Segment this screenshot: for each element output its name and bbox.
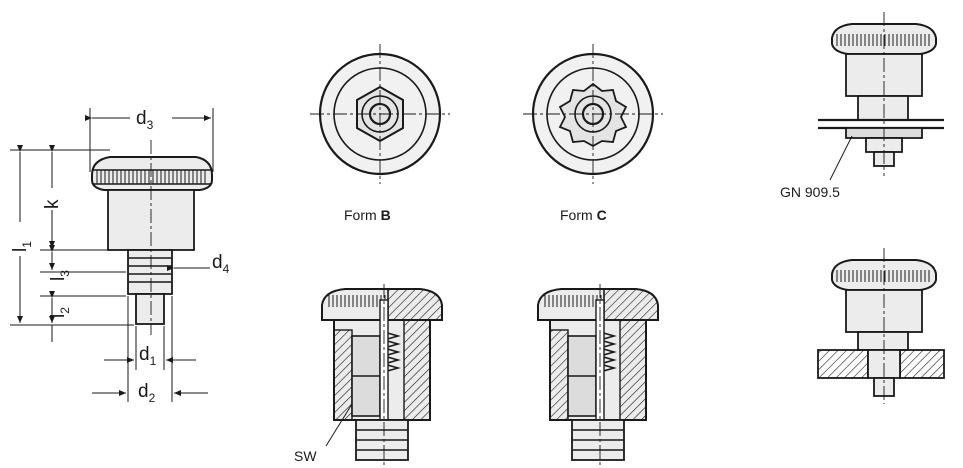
form-b-label: Form B — [344, 207, 391, 223]
gn-909-5-label: GN 909.5 — [780, 184, 840, 200]
label-l2: l2 — [48, 307, 72, 318]
label-k: k — [42, 199, 63, 209]
label-l3: l3 — [48, 270, 72, 281]
sw-label: SW — [294, 448, 317, 464]
form-c-section-view — [537, 284, 659, 466]
form-c-top-view: Form C — [523, 44, 663, 223]
label-d1: d1 — [139, 344, 157, 368]
threaded-pin — [127, 249, 173, 295]
label-d4: d4 — [212, 252, 230, 276]
mounted-in-plate — [817, 248, 945, 404]
label-d3: d3 — [136, 108, 154, 132]
form-b-section-view: SW — [294, 284, 443, 466]
label-l1: l1 — [10, 241, 34, 252]
form-c-label: Form C — [560, 207, 607, 223]
knob-knurl — [96, 170, 208, 184]
mounted-with-gn-909-5: GN 909.5 — [780, 12, 944, 200]
form-b-top-view: Form B — [310, 44, 450, 223]
label-d2: d2 — [138, 381, 156, 405]
plunger-tip — [135, 293, 165, 325]
dimensioned-side-view: d3 l1 k l3 l2 d4 d1 — [8, 104, 230, 405]
